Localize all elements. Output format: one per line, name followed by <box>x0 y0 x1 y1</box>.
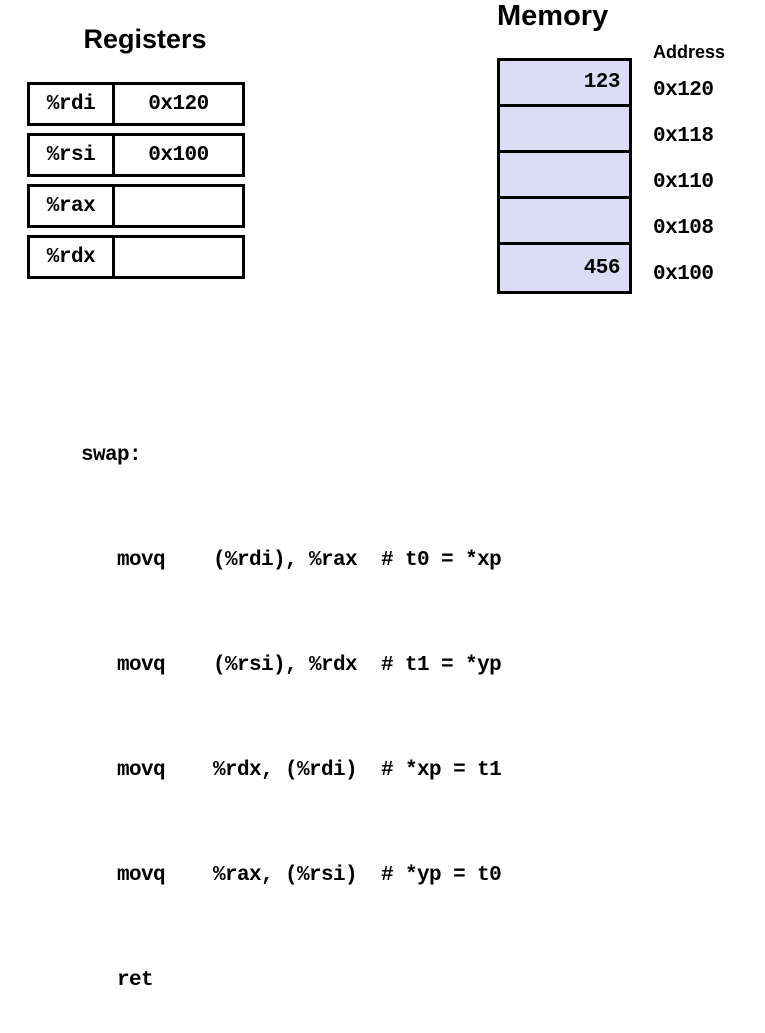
register-value <box>115 238 242 276</box>
memory-cell <box>500 107 629 153</box>
registers-title: Registers <box>83 24 207 54</box>
registers-table: %rdi 0x120 %rsi 0x100 %rax %rdx <box>27 82 245 286</box>
code-line: ret <box>81 969 154 992</box>
register-value: 0x120 <box>148 92 209 116</box>
memory-title: Memory <box>497 0 609 32</box>
memory-cell: 456 <box>500 245 629 291</box>
address-label: 0x120 <box>653 78 714 102</box>
memory-cell <box>500 199 629 245</box>
address-label-list: 0x120 0x118 0x110 0x108 0x100 <box>653 58 763 288</box>
memory-cell: 123 <box>500 61 629 107</box>
address-label: 0x108 <box>653 216 714 240</box>
address-label: 0x100 <box>653 262 714 286</box>
memory-cell <box>500 153 629 199</box>
register-row: %rsi 0x100 <box>27 133 245 177</box>
address-label: 0x118 <box>653 124 714 148</box>
register-name: %rdx <box>30 238 115 276</box>
register-value <box>115 187 242 225</box>
memory-table: 123 456 <box>497 58 632 294</box>
register-row: %rax <box>27 184 245 228</box>
assembly-code-block: swap: movq (%rdi), %rax # t0 = *xp movq … <box>81 368 502 1033</box>
register-row: %rdx <box>27 235 245 279</box>
address-label: 0x110 <box>653 170 714 194</box>
register-name: %rsi <box>30 136 115 174</box>
code-line: movq %rdx, (%rdi) # *xp = t1 <box>81 759 502 782</box>
code-line: swap: <box>81 444 142 467</box>
register-row: %rdi 0x120 <box>27 82 245 126</box>
address-column-title: Address <box>653 42 726 62</box>
code-line: movq %rax, (%rsi) # *yp = t0 <box>81 864 502 887</box>
register-value: 0x100 <box>148 143 209 167</box>
code-line: movq (%rsi), %rdx # t1 = *yp <box>81 654 502 677</box>
code-line: movq (%rdi), %rax # t0 = *xp <box>81 549 502 572</box>
register-name: %rax <box>30 187 115 225</box>
register-name: %rdi <box>30 85 115 123</box>
